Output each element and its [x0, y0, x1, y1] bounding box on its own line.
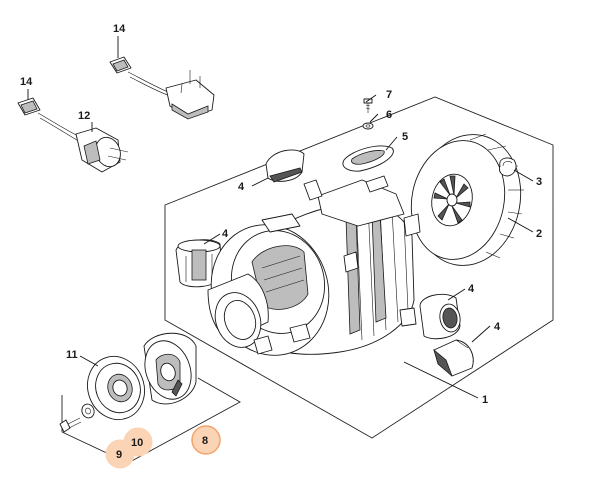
carbon-brush-right-lower[interactable] [433, 339, 474, 377]
carbon-brush-top[interactable] [265, 149, 305, 183]
label-bolt[interactable]: 9 [116, 449, 122, 461]
plug-cap-left[interactable] [17, 97, 41, 116]
cover-subframe [61, 377, 241, 464]
power-cord-eu-plug[interactable] [37, 112, 129, 173]
callout-highlight-8 [191, 425, 221, 455]
seal[interactable] [342, 145, 394, 172]
ring-washer[interactable] [80, 402, 96, 419]
label-fan[interactable]: 2 [536, 228, 542, 240]
power-cord-us-plug[interactable] [127, 70, 215, 120]
carbon-brush-right-upper[interactable] [419, 293, 462, 340]
label-cord-eu[interactable]: 12 [78, 110, 90, 122]
label-brush-right-lower[interactable]: 4 [494, 321, 501, 333]
label-ring[interactable]: 10 [131, 437, 143, 449]
label-cap-left[interactable]: 14 [20, 76, 33, 88]
label-seal[interactable]: 5 [402, 131, 408, 143]
label-cover[interactable]: 8 [202, 435, 208, 447]
label-screw[interactable]: 7 [386, 89, 392, 101]
motor-housing[interactable] [194, 175, 421, 371]
leader-lines [27, 36, 534, 399]
circlip[interactable] [499, 157, 517, 177]
label-brush-holder[interactable]: 4 [222, 228, 229, 240]
label-bearing[interactable]: 11 [66, 349, 78, 361]
label-cap-top[interactable]: 14 [113, 23, 126, 35]
end-cover[interactable] [137, 332, 199, 405]
callout-highlight-9 [105, 439, 135, 469]
label-washer[interactable]: 6 [386, 109, 392, 121]
bolt[interactable] [59, 417, 82, 433]
cooling-fan[interactable] [401, 125, 533, 276]
brush-holder[interactable] [175, 239, 223, 288]
label-motor-housing[interactable]: 1 [482, 394, 488, 406]
washer[interactable] [362, 122, 374, 130]
label-circlip[interactable]: 3 [536, 176, 542, 188]
bearing[interactable] [79, 348, 154, 427]
label-brush-right-upper[interactable]: 4 [468, 283, 475, 295]
plug-cap-top[interactable] [109, 56, 132, 74]
assembly-frame [164, 96, 554, 439]
label-brush-top[interactable]: 4 [238, 181, 245, 193]
